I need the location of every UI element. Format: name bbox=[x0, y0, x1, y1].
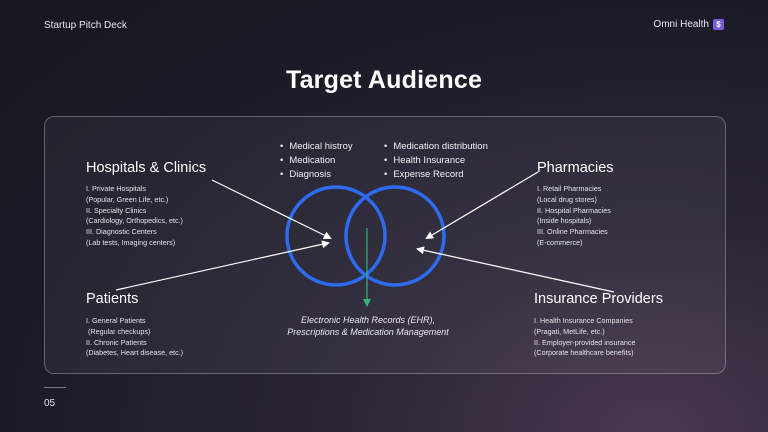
pharmacies-details: I. Retail Pharmacies (Local drug stores)… bbox=[537, 184, 611, 249]
detail-line: (Corporate healthcare benefits) bbox=[534, 348, 634, 358]
patients-heading: Patients bbox=[86, 291, 139, 307]
brand-name: Omni Health bbox=[653, 19, 709, 30]
slide-title: Target Audience bbox=[285, 66, 483, 94]
left-circle bbox=[285, 185, 387, 287]
detail-line: (Diabetes, Heart disease, etc.) bbox=[86, 348, 184, 358]
arrow-insurance bbox=[416, 246, 615, 293]
detail-line: (E-commerce) bbox=[537, 237, 583, 247]
hospitals-details: I. Private Hospitals (Popular, Green Lif… bbox=[86, 184, 183, 249]
center-caption: Electronic Health Records (EHR), Prescri… bbox=[260, 314, 476, 338]
detail-line: I. Retail Pharmacies bbox=[537, 184, 602, 193]
detail-line: (Pragati, MetLife, etc.) bbox=[534, 326, 605, 336]
caption-line: Electronic Health Records (EHR), bbox=[300, 315, 436, 325]
bullet-item: Medical histroy bbox=[280, 140, 352, 154]
brand: Omni Health $ bbox=[653, 19, 724, 30]
detail-line: III. Online Pharmacies bbox=[537, 227, 608, 237]
patients-details: I. General Patients (Regular checkups) I… bbox=[86, 316, 183, 359]
bullet-item: Expense Record bbox=[384, 168, 488, 182]
bullet-item: Diagnosis bbox=[280, 168, 353, 182]
detail-line: (Lab tests, Imaging centers) bbox=[86, 237, 176, 247]
hospitals-heading: Hospitals & Clinics bbox=[86, 160, 207, 176]
detail-line: II. Hospital Pharmacies bbox=[537, 205, 611, 215]
detail-line: I. General Patients bbox=[86, 316, 146, 325]
detail-line: I. Private Hospitals bbox=[86, 184, 146, 193]
arrow-patients bbox=[115, 240, 330, 291]
arrow-hospitals bbox=[211, 179, 332, 239]
bullet-item: Medication distribution bbox=[384, 140, 488, 154]
right-bullet-list: Medication distribution Health Insurance… bbox=[384, 140, 488, 183]
arrow-pharmacies bbox=[425, 171, 539, 240]
insurance-details: I. Health Insurance Companies (Pragati, … bbox=[534, 316, 635, 359]
left-bullet-list: Medical histroy Medication Diagnosis bbox=[280, 140, 353, 183]
detail-line: III. Diagnostic Centers bbox=[86, 227, 157, 237]
footer-divider bbox=[44, 387, 66, 388]
bullet-item: Medication bbox=[280, 154, 353, 168]
deck-label: Startup Pitch Deck bbox=[44, 20, 127, 31]
square-brand-icon: $ bbox=[713, 19, 724, 30]
bullet-item: Health Insurance bbox=[384, 154, 488, 168]
pharmacies-heading: Pharmacies bbox=[537, 160, 614, 176]
detail-line: II. Chronic Patients bbox=[86, 337, 147, 347]
detail-line: (Local drug stores) bbox=[537, 194, 597, 204]
detail-line: I. Health Insurance Companies bbox=[534, 316, 633, 325]
right-circle bbox=[344, 185, 446, 287]
page-number: 05 bbox=[44, 398, 56, 409]
detail-line: II. Employer-provided insurance bbox=[534, 337, 636, 347]
detail-line: (Regular checkups) bbox=[86, 326, 151, 336]
insurance-heading: Insurance Providers bbox=[534, 291, 663, 307]
detail-line: (Cardiology, Orthopedics, etc.) bbox=[86, 216, 183, 226]
caption-line: Prescriptions & Medication Management bbox=[287, 327, 449, 337]
detail-line: (Popular, Green Life, etc.) bbox=[86, 194, 169, 204]
detail-line: (Inside hospitals) bbox=[537, 216, 592, 226]
detail-line: II. Specialty Clinics bbox=[86, 205, 147, 215]
